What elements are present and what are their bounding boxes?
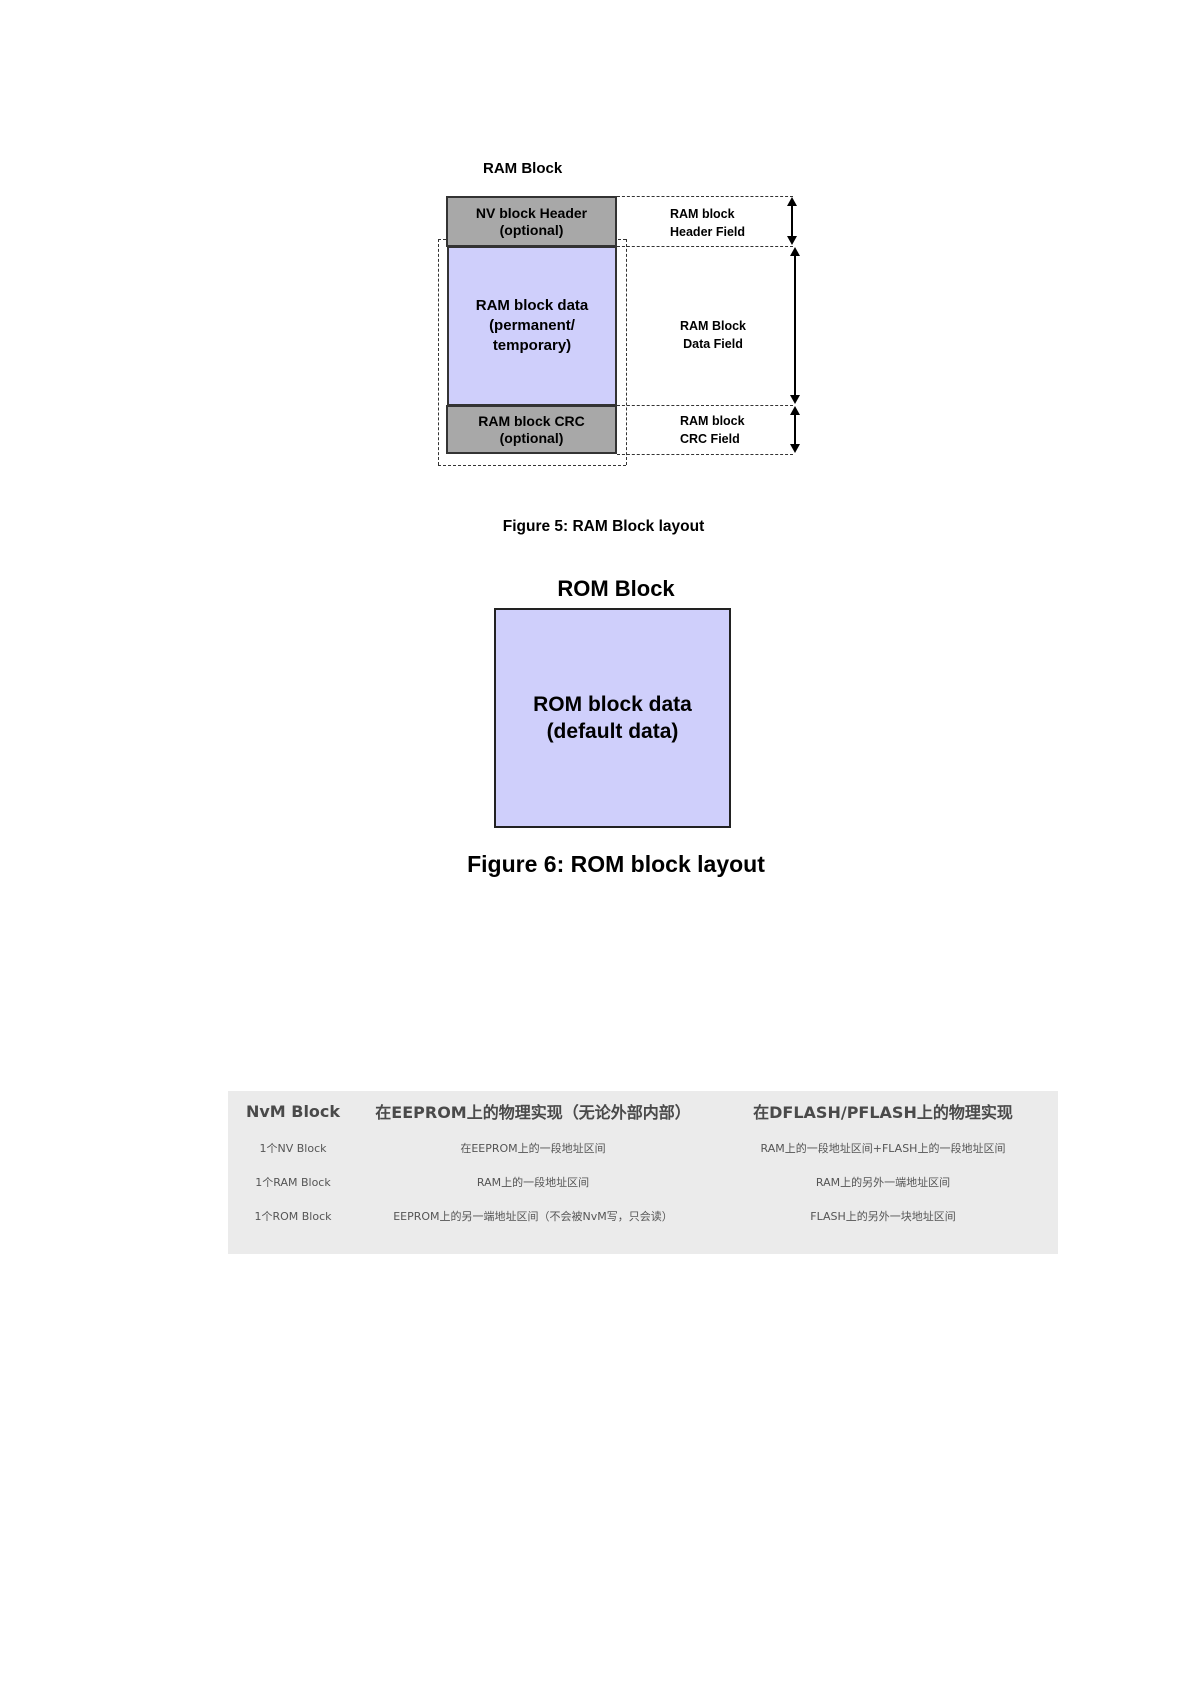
table-cell: RAM上的一段地址区间 [476,1176,590,1189]
dashed-outline-left [438,239,439,465]
table-row: 1个RAM Block RAM上的一段地址区间 RAM上的另外一端地址区间 [228,1165,1058,1199]
nvm-block-table: NvM Block 在EEPROM上的物理实现（无论外部内部） 在DFLASH/… [228,1091,1058,1233]
figure6-caption: Figure 6: ROM block layout [467,851,765,877]
col-header-eeprom: 在EEPROM上的物理实现（无论外部内部） [375,1103,691,1122]
table-cell: 1个ROM Block [254,1210,332,1223]
table-cell: EEPROM上的另一端地址区间（不会被NvM写，只会读） [393,1210,673,1223]
table-cell: 在EEPROM上的一段地址区间 [460,1142,606,1155]
dashed-outline-bottom [438,465,626,466]
data-field-top-guide [617,246,793,247]
nvm-block-table-panel: NvM Block 在EEPROM上的物理实现（无论外部内部） 在DFLASH/… [228,1091,1058,1254]
table-cell: RAM上的另外一端地址区间 [815,1176,951,1189]
figure5-caption: Figure 5: RAM Block layout [502,518,705,535]
ram-block-crc-box: RAM block CRC(optional) [446,405,617,454]
dashed-outline-right [626,239,627,465]
header-field-top-guide [617,196,793,197]
data-field-arrow-line [794,254,796,396]
table-cell: RAM上的一段地址区间+FLASH上的一段地址区间 [760,1142,1006,1155]
crc-field-arrow-up [790,406,800,415]
header-field-arrow-up [787,197,797,206]
data-field-arrow-down [790,395,800,404]
table-header-row: NvM Block 在EEPROM上的物理实现（无论外部内部） 在DFLASH/… [228,1091,1058,1131]
header-field-arrow-down [787,236,797,245]
col-header-flash: 在DFLASH/PFLASH上的物理实现 [753,1103,1013,1122]
crc-field-arrow-down [790,444,800,453]
nv-block-header-box: NV block Header(optional) [446,196,617,247]
ram-block-data-box: RAM block data(permanent/temporary) [447,246,617,406]
crc-field-top-guide [617,405,793,406]
crc-field-bottom-guide [617,454,793,455]
table-cell: FLASH上的另外一块地址区间 [810,1210,956,1223]
table-row: 1个NV Block 在EEPROM上的一段地址区间 RAM上的一段地址区间+F… [228,1131,1058,1165]
table-cell: 1个RAM Block [255,1176,331,1189]
data-field-arrow-up [790,247,800,256]
col-header-nvm-block: NvM Block [245,1101,341,1121]
header-field-arrow-line [791,204,793,238]
crc-field-arrow-line [794,413,796,445]
rom-block-title: ROM Block [557,576,675,601]
ram-block-title: RAM Block [483,160,563,177]
table-cell: 1个NV Block [259,1142,327,1155]
table-row: 1个ROM Block EEPROM上的另一端地址区间（不会被NvM写，只会读）… [228,1199,1058,1233]
rom-block-data-box: ROM block data(default data) [494,608,731,828]
